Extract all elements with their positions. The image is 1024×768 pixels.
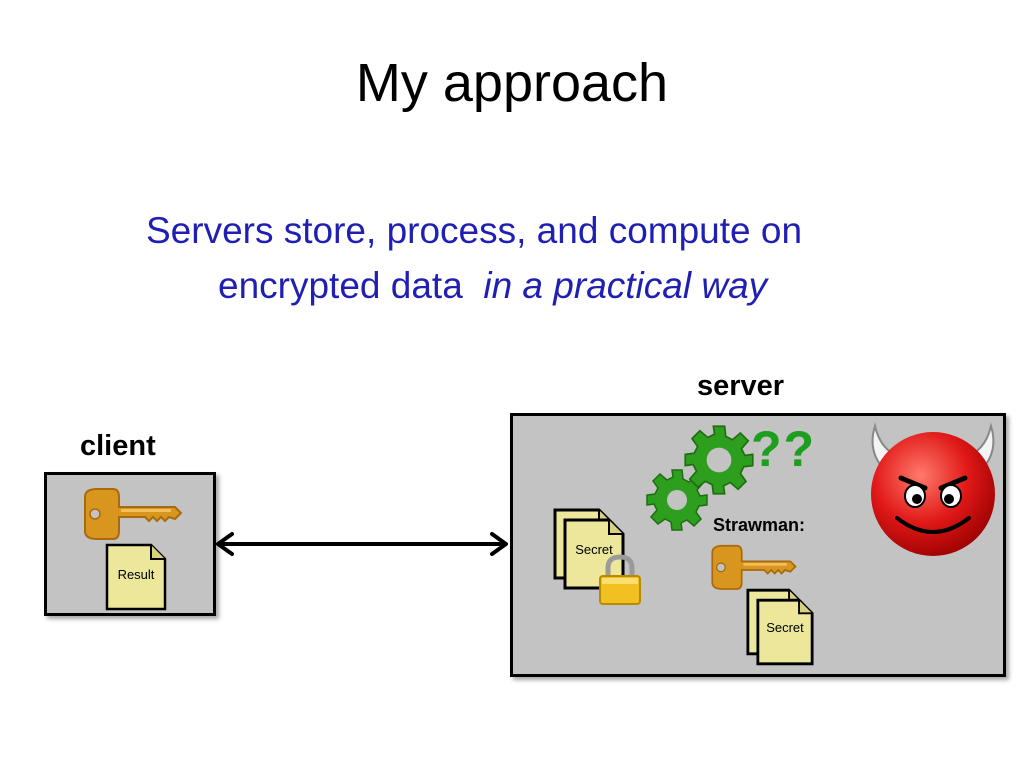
key-icon xyxy=(84,488,183,540)
client-box: Result xyxy=(44,472,216,616)
double-arrow xyxy=(216,532,508,556)
strawman-label: Strawman: xyxy=(713,515,806,535)
slide-bullet: Servers store, process, and compute on e… xyxy=(146,203,926,313)
secret-document-label: Secret xyxy=(575,542,613,557)
bullet-line-2-plain: encrypted data xyxy=(218,265,463,306)
strawman-document-stack: Secret xyxy=(746,588,826,670)
bullet-line-2: encrypted data in a practical way xyxy=(146,258,926,313)
question-marks: ?? xyxy=(751,421,817,477)
document-icon xyxy=(105,543,167,611)
key-icon xyxy=(711,544,797,590)
server-label: server xyxy=(697,370,785,402)
devil-icon xyxy=(871,422,995,556)
result-document: Result xyxy=(105,543,167,613)
lock-icon xyxy=(599,554,641,605)
document-icon xyxy=(756,598,814,666)
gear-icon xyxy=(646,469,708,531)
gear-icon xyxy=(684,425,754,495)
slide-title: My approach xyxy=(355,53,669,113)
strawman-document-label: Secret xyxy=(766,620,804,635)
bullet-line-1: Servers store, process, and compute on xyxy=(146,210,803,251)
secret-document-stack: Secret xyxy=(553,508,643,618)
bullet-line-2-italic: in a practical way xyxy=(483,265,768,306)
server-box: ?? Secret xyxy=(510,413,1006,677)
client-label: client xyxy=(80,430,156,462)
result-document-label: Result xyxy=(117,567,155,582)
